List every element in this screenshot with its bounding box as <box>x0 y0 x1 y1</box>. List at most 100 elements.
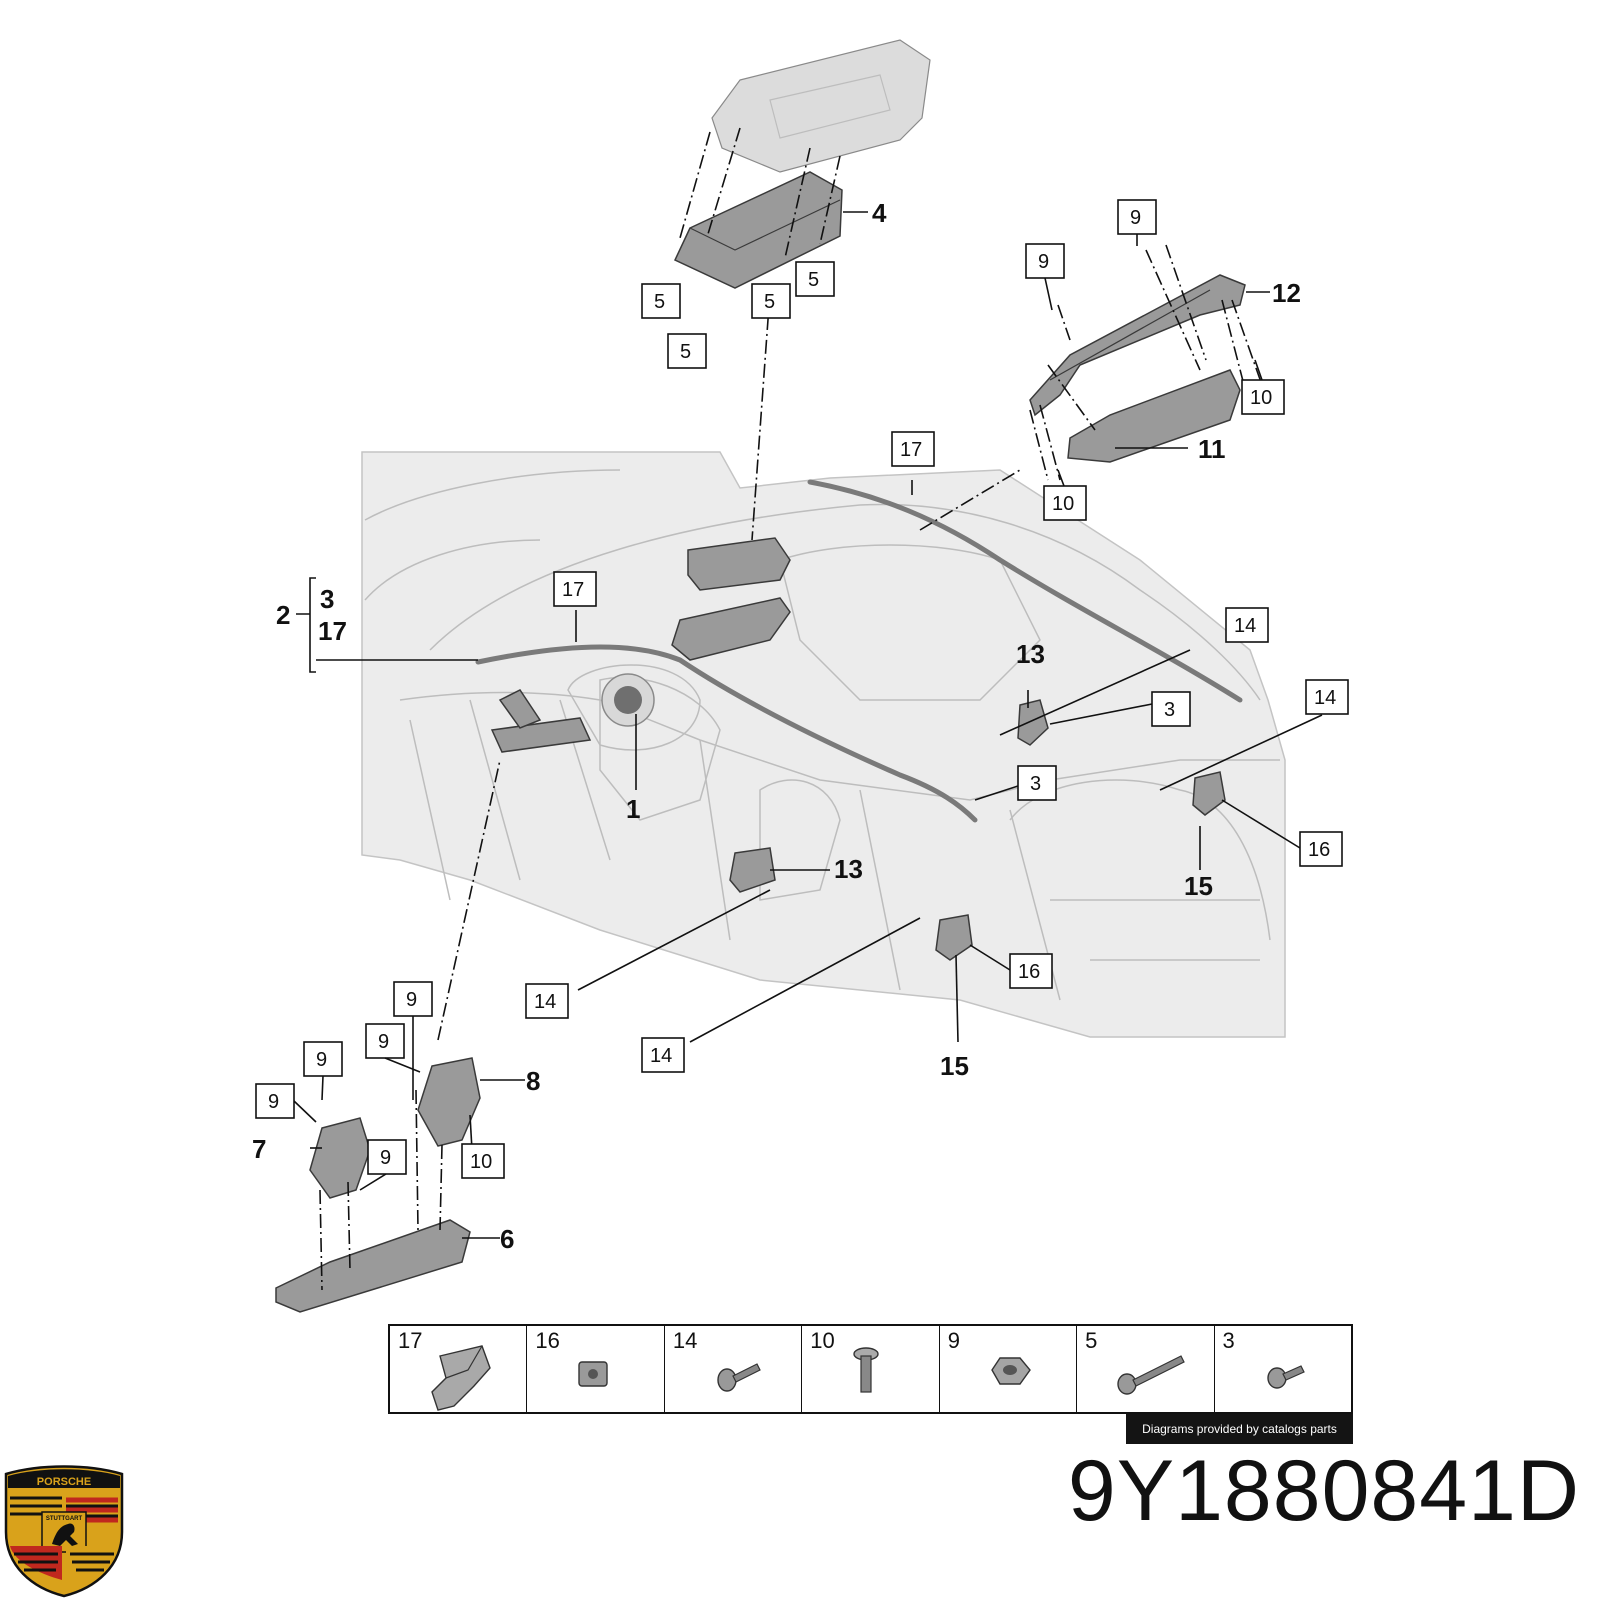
part-callout-numbers: 1 2 3 4 6 7 8 11 12 13 13 15 15 17 <box>252 198 1301 1254</box>
parts-cell: 16 <box>527 1326 665 1412</box>
svg-text:9: 9 <box>406 989 417 1011</box>
svg-text:9: 9 <box>380 1147 391 1169</box>
svg-text:5: 5 <box>808 269 819 291</box>
callout-17: 17 <box>318 616 347 646</box>
passenger-airbag-module <box>674 171 843 289</box>
callout-2: 2 <box>276 600 290 630</box>
leader-lines <box>296 211 1323 1239</box>
svg-text:14: 14 <box>1314 687 1336 709</box>
callout-1: 1 <box>626 794 640 824</box>
svg-text:9: 9 <box>1130 207 1141 229</box>
parts-cell-number: 3 <box>1222 1328 1235 1353</box>
clip-nut-icon <box>578 1361 609 1387</box>
svg-text:14: 14 <box>534 991 556 1013</box>
parts-cell-number: 5 <box>1085 1328 1098 1353</box>
callout-13-upper: 13 <box>1016 639 1045 669</box>
short-screw-icon <box>1266 1365 1305 1389</box>
svg-text:10: 10 <box>1250 387 1272 409</box>
knee-airbag-module <box>275 1219 471 1313</box>
svg-text:5: 5 <box>654 291 665 313</box>
parts-cell: 3 <box>1215 1326 1351 1412</box>
callout-15-right: 15 <box>1184 871 1213 901</box>
boxed-callout: 10 <box>1241 379 1285 415</box>
boxed-callout: 14 <box>1305 679 1349 715</box>
boxed-callout: 14 <box>1225 607 1269 643</box>
parts-cell: 17 <box>390 1326 528 1412</box>
svg-text:3: 3 <box>1164 699 1175 721</box>
svg-text:10: 10 <box>470 1151 492 1173</box>
svg-text:16: 16 <box>1308 839 1330 861</box>
parts-cell-number: 9 <box>947 1328 960 1353</box>
parts-cell-number: 14 <box>672 1328 698 1353</box>
boxed-callout: 9 <box>303 1041 343 1077</box>
boxed-callout: 16 <box>1299 831 1343 867</box>
parts-cell-number: 16 <box>535 1328 560 1353</box>
knee-airbag-bracket-left <box>309 1117 371 1199</box>
boxed-callout: 17 <box>891 431 935 467</box>
part-number-label: 9Y1880841D <box>1067 1443 1580 1539</box>
boxed-callout: 10 <box>461 1143 505 1179</box>
callout-3: 3 <box>320 584 334 614</box>
svg-text:9: 9 <box>268 1091 279 1113</box>
callout-4: 4 <box>872 198 887 228</box>
hardware-parts-table: 17 16 14 10 9 5 <box>388 1324 1353 1414</box>
svg-text:9: 9 <box>1038 251 1049 273</box>
callout-6: 6 <box>500 1224 514 1254</box>
boxed-callout: 5 <box>641 283 681 319</box>
knee-airbag-bracket-right <box>417 1057 481 1147</box>
passenger-airbag-cover <box>711 39 931 173</box>
boxed-callout: 9 <box>365 1023 405 1059</box>
boxed-callout: 9 <box>393 981 433 1017</box>
boxed-callout: 5 <box>667 333 707 369</box>
svg-text:16: 16 <box>1018 961 1040 983</box>
torx-bolt-icon <box>717 1363 761 1392</box>
callout-12: 12 <box>1272 278 1301 308</box>
callout-8: 8 <box>526 1066 540 1096</box>
parts-cell: 5 <box>1077 1326 1215 1412</box>
svg-text:5: 5 <box>764 291 775 313</box>
parts-cell: 9 <box>940 1326 1078 1412</box>
parts-cell: 14 <box>665 1326 803 1412</box>
svg-text:17: 17 <box>562 579 584 601</box>
svg-text:PORSCHE: PORSCHE <box>37 1476 91 1488</box>
parts-cell-number: 17 <box>398 1328 423 1353</box>
svg-text:17: 17 <box>900 439 922 461</box>
svg-text:3: 3 <box>1030 773 1041 795</box>
porsche-crest-logo: PORSCHE STUTTGART <box>4 1465 124 1598</box>
boxed-callout: 17 <box>553 571 597 607</box>
bracket-clip-icon <box>431 1345 491 1411</box>
parts-cell: 10 <box>802 1326 940 1412</box>
boxed-callout: 14 <box>525 983 569 1019</box>
boxed-callout: 14 <box>641 1037 685 1073</box>
svg-text:9: 9 <box>378 1031 389 1053</box>
side-airbag-module <box>1067 369 1241 463</box>
parts-cell-number: 10 <box>810 1328 835 1353</box>
boxed-callout: 5 <box>751 283 791 319</box>
hex-nut-icon <box>990 1357 1031 1385</box>
boxed-callout: 9 <box>1025 243 1065 279</box>
flange-bolt-icon <box>853 1347 879 1393</box>
svg-text:STUTTGART: STUTTGART <box>46 1516 83 1522</box>
svg-text:10: 10 <box>1052 493 1074 515</box>
svg-text:14: 14 <box>650 1045 672 1067</box>
boxed-callout: 9 <box>255 1083 295 1119</box>
callout-11: 11 <box>1198 434 1226 464</box>
side-airbag-bracket <box>1029 274 1246 417</box>
diagram-credit: Diagrams provided by catalogs parts <box>1126 1414 1353 1444</box>
svg-text:5: 5 <box>680 341 691 363</box>
curtain-airbag-rails <box>475 479 1243 823</box>
callout-15-left: 15 <box>940 1051 969 1081</box>
long-bolt-icon <box>1117 1355 1185 1395</box>
boxed-callout: 3 <box>1017 765 1057 801</box>
callout-7: 7 <box>252 1134 266 1164</box>
installed-modules <box>490 537 1226 961</box>
boxed-callout: 3 <box>1151 691 1191 727</box>
svg-text:14: 14 <box>1234 615 1256 637</box>
boxed-callouts: 5 5 5 5 9 9 10 10 17 17 14 14 3 3 16 16 … <box>255 199 1349 1179</box>
callout-13-lower: 13 <box>834 854 863 884</box>
boxed-callout: 10 <box>1043 485 1087 521</box>
boxed-callout: 16 <box>1009 953 1053 989</box>
boxed-callout: 9 <box>1117 199 1157 235</box>
svg-text:9: 9 <box>316 1049 327 1071</box>
